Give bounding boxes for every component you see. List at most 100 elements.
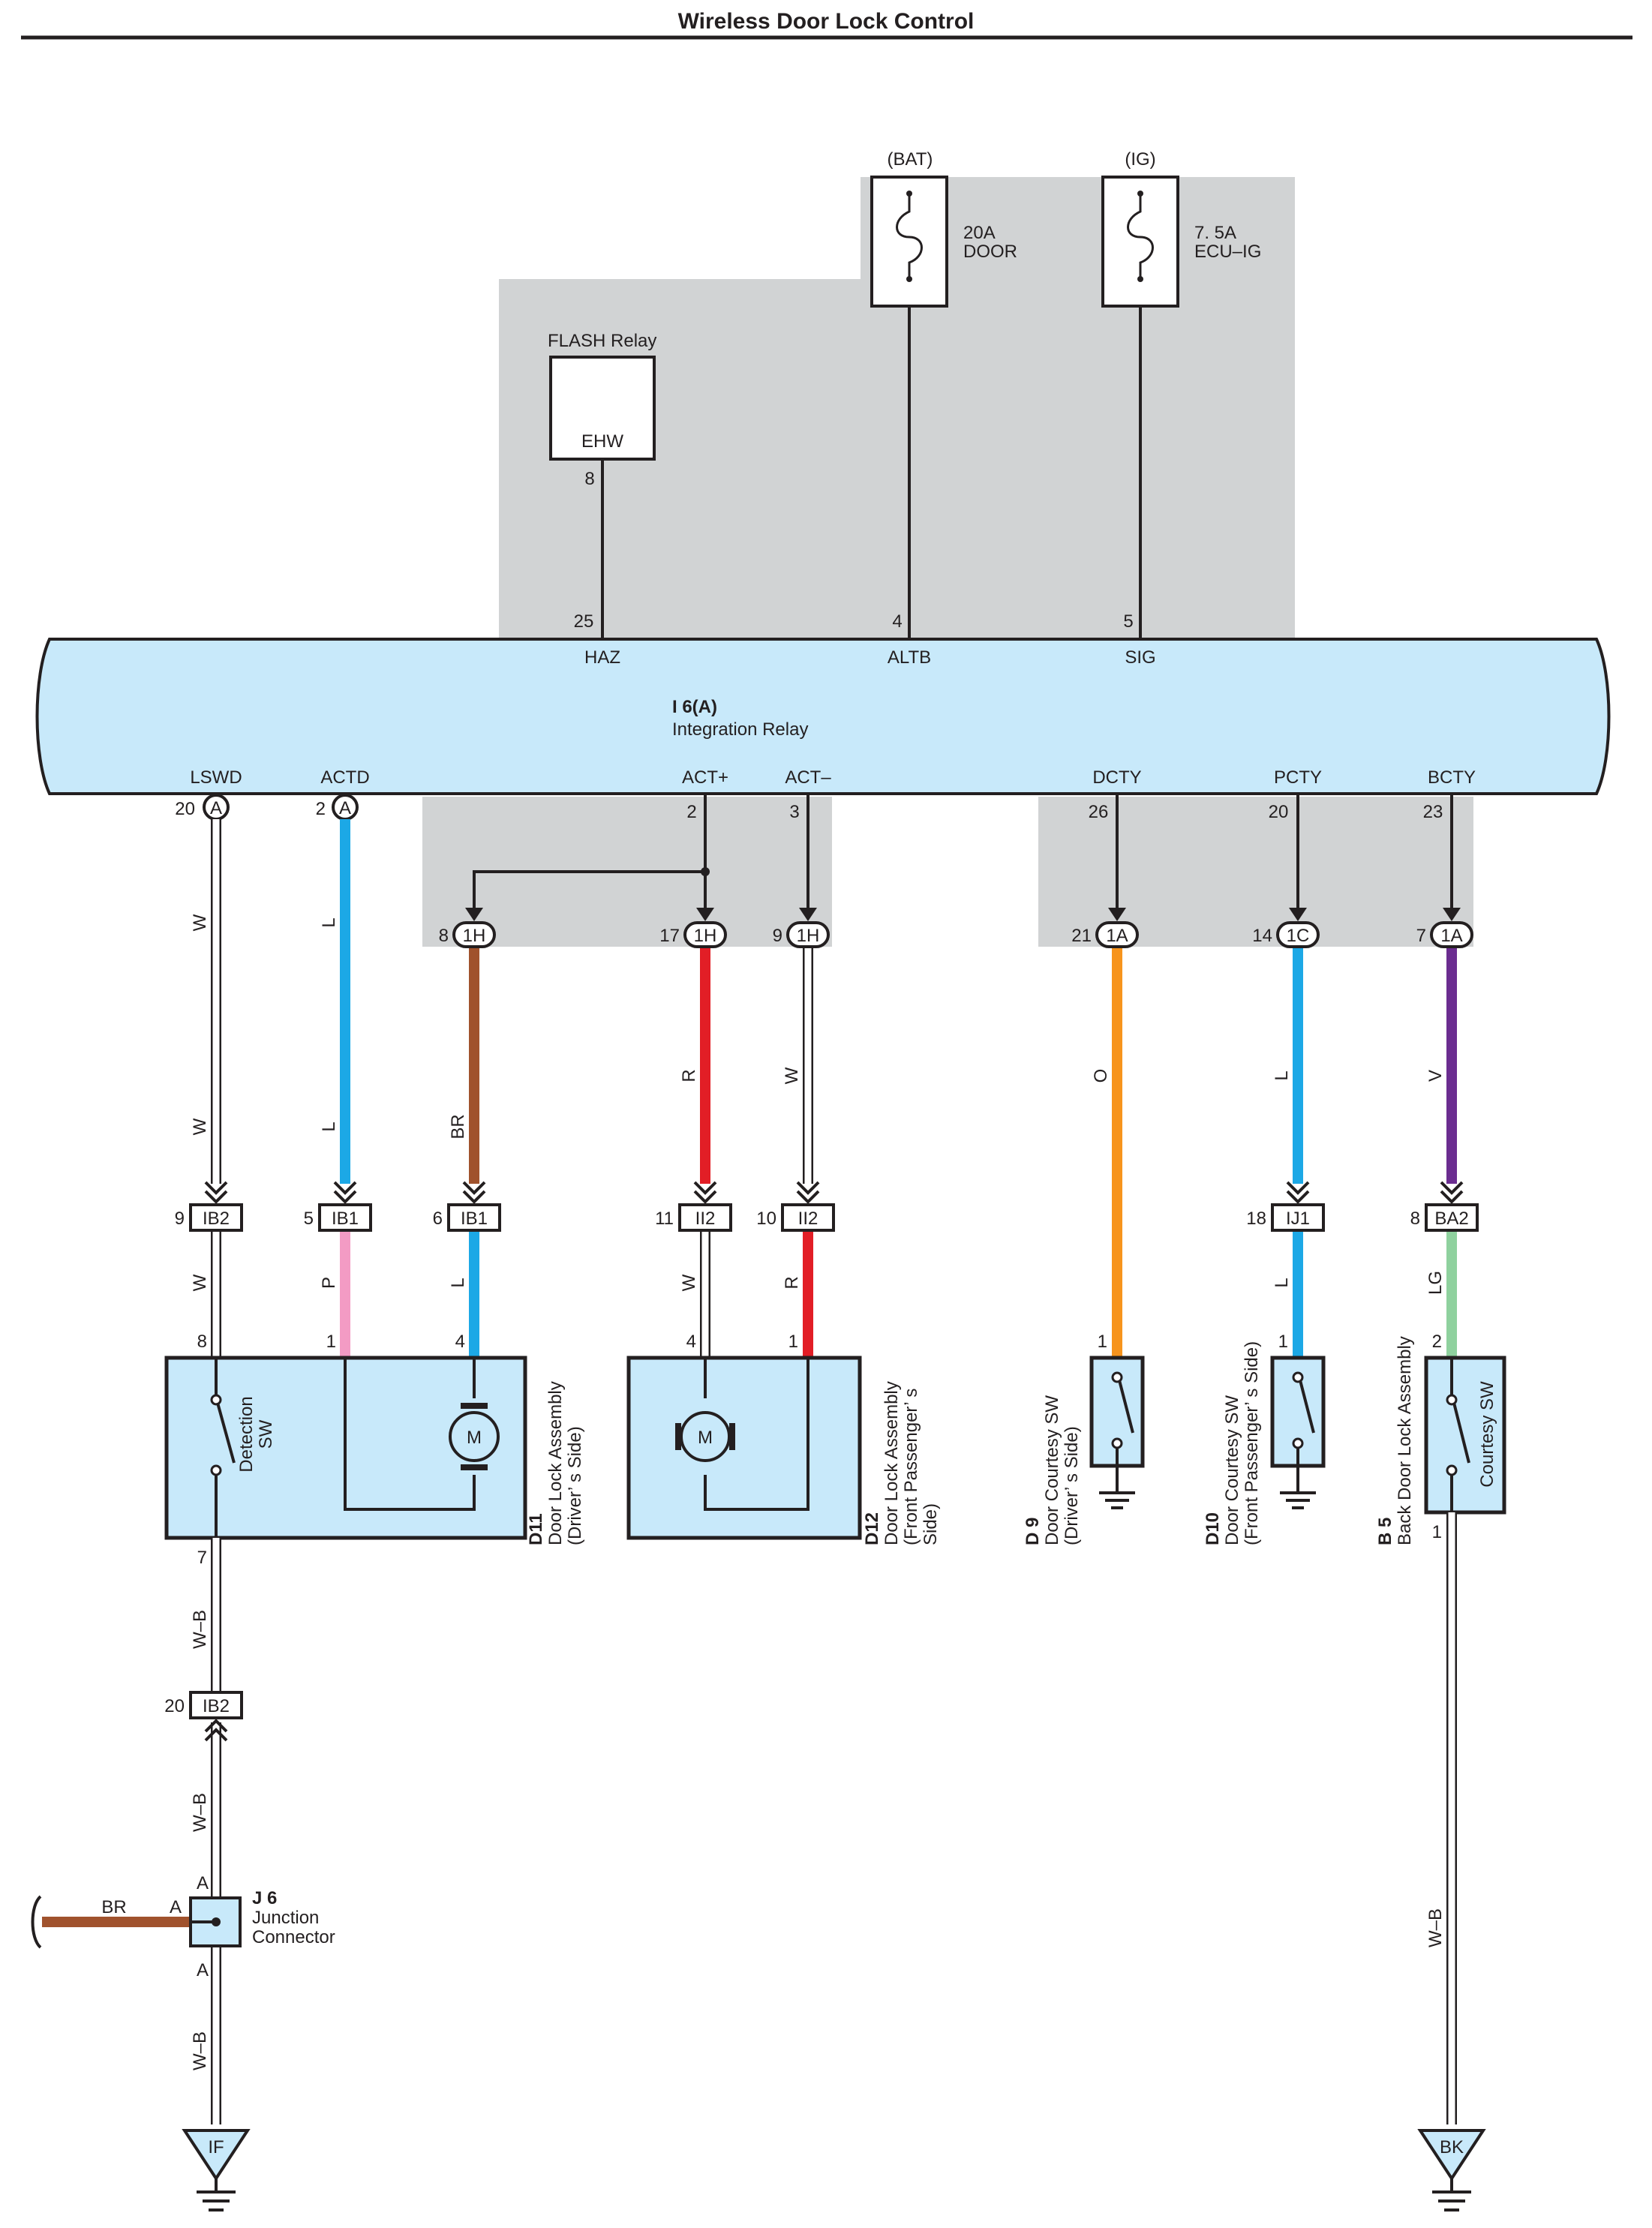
d9-ground-icon xyxy=(1099,1491,1135,1509)
relay-pin-bcty: 23 xyxy=(1423,802,1443,822)
svg-text:11: 11 xyxy=(655,1209,674,1229)
svg-text:(Front Passenger’ s: (Front Passenger’ s xyxy=(901,1389,921,1545)
svg-text:Door Courtesy SW: Door Courtesy SW xyxy=(1042,1395,1062,1545)
oval-conn-4: 1A 21 xyxy=(1071,921,1139,948)
relay-term-dcty: DCTY xyxy=(1092,767,1141,788)
ground-if-icon xyxy=(197,2190,236,2211)
oval-conn-1-code: 1H xyxy=(463,926,486,946)
relay-pin-actd: 2 xyxy=(316,799,326,819)
svg-text:P: P xyxy=(319,1277,339,1289)
svg-text:BR: BR xyxy=(448,1114,468,1139)
oval-conn-4-code: 1A xyxy=(1106,926,1128,946)
br-wire-break-icon xyxy=(31,1895,42,1949)
wb-label-3: W–B xyxy=(190,2031,210,2070)
svg-text:II2: II2 xyxy=(695,1209,716,1229)
svg-text:L: L xyxy=(319,1122,339,1131)
svg-text:4: 4 xyxy=(455,1332,465,1352)
flash-relay-terminal: EHW xyxy=(581,431,623,452)
svg-text:10: 10 xyxy=(756,1209,776,1229)
relay-pin-actminus: 3 xyxy=(789,802,799,822)
svg-text:LG: LG xyxy=(1425,1271,1446,1295)
br-label: BR xyxy=(101,1897,126,1917)
svg-text:W: W xyxy=(679,1274,699,1291)
conn-a-lswd-label: A xyxy=(210,798,222,818)
b5-back-door-lock: 2 Courtesy SW 1 B 5 Back Door Lock Assem… xyxy=(1375,1332,1506,1545)
svg-text:5: 5 xyxy=(304,1209,314,1229)
wb-label-4: W–B xyxy=(1425,1908,1446,1947)
d11-bottom-pin: 7 xyxy=(197,1548,207,1568)
svg-text:8: 8 xyxy=(1410,1209,1420,1229)
svg-text:9: 9 xyxy=(175,1209,185,1229)
oval-conn-2: 1H 17 xyxy=(659,921,727,948)
svg-text:Connector: Connector xyxy=(252,1927,335,1947)
svg-text:W: W xyxy=(190,1118,210,1135)
svg-text:A: A xyxy=(197,1873,209,1893)
ground-bk-icon xyxy=(1432,2190,1471,2211)
svg-text:Detection: Detection xyxy=(236,1396,257,1472)
fuse-ecu-name: ECU–IG xyxy=(1194,242,1261,262)
svg-text:Door Lock Assembly: Door Lock Assembly xyxy=(882,1381,902,1545)
junction-dot-act xyxy=(701,867,710,876)
d12-motor-icon: M xyxy=(698,1428,713,1448)
relay-pin-haz: 25 xyxy=(574,611,594,632)
relay-pin-sig: 5 xyxy=(1123,611,1133,632)
oval-conn-5: 1C 14 xyxy=(1252,921,1320,948)
svg-text:R: R xyxy=(679,1069,699,1082)
power-panel xyxy=(499,177,1295,638)
d12-door-lock-passenger: 4 1 M D12 Door Lock Assembly (Front Pass… xyxy=(626,1332,941,1545)
d11-motor-icon: M xyxy=(467,1428,482,1448)
relay-name: Integration Relay xyxy=(672,719,808,740)
svg-text:1: 1 xyxy=(326,1332,336,1352)
j6-junction-connector: BR A A A J 6 Junction Connector xyxy=(31,1873,335,1980)
svg-text:20: 20 xyxy=(164,1696,185,1716)
oval-conn-3: 1H 9 xyxy=(773,921,830,948)
box-conn-6: IJ1 18 xyxy=(1246,1203,1325,1232)
bat-label: (BAT) xyxy=(888,149,933,170)
svg-text:O: O xyxy=(1091,1069,1111,1083)
relay-pin-pcty: 20 xyxy=(1269,802,1289,822)
relay-pin-altb: 4 xyxy=(892,611,902,632)
svg-text:IF: IF xyxy=(208,2137,224,2157)
svg-text:Junction: Junction xyxy=(252,1908,319,1928)
relay-term-pcty: PCTY xyxy=(1274,767,1322,788)
relay-pin-lswd: 20 xyxy=(175,799,195,819)
oval-conn-1: 1H 8 xyxy=(439,921,496,948)
svg-text:2: 2 xyxy=(1432,1332,1442,1352)
ig-label: (IG) xyxy=(1125,149,1155,170)
svg-text:IB1: IB1 xyxy=(332,1209,359,1229)
svg-text:SW: SW xyxy=(256,1419,276,1449)
svg-text:1: 1 xyxy=(788,1332,798,1352)
svg-text:D10: D10 xyxy=(1203,1512,1223,1545)
svg-text:L: L xyxy=(1272,1278,1292,1287)
relay-term-altb: ALTB xyxy=(888,647,931,668)
svg-text:IB2: IB2 xyxy=(203,1696,230,1716)
box-conn-7: BA2 8 xyxy=(1410,1203,1479,1232)
svg-text:8: 8 xyxy=(197,1332,207,1352)
oval-conn-3-pin: 9 xyxy=(773,926,782,946)
relay-term-actplus: ACT+ xyxy=(682,767,728,788)
svg-text:(Driver’ s Side): (Driver’ s Side) xyxy=(1062,1426,1082,1545)
relay-top-pins: 25 4 5 HAZ ALTB SIG xyxy=(574,611,1156,668)
oval-conn-5-pin: 14 xyxy=(1252,926,1272,946)
chevrons-up-ib2 xyxy=(204,1719,228,1742)
relay-pin-dcty: 26 xyxy=(1089,802,1109,822)
fuse-door-icon xyxy=(896,194,923,279)
relay-bottom-terminals: LSWD ACTD ACT+ ACT– DCTY PCTY BCTY 20 2 … xyxy=(175,767,1476,822)
svg-text:D 9: D 9 xyxy=(1023,1518,1043,1545)
ground-bk: BK xyxy=(1417,2129,1486,2211)
relay-term-bcty: BCTY xyxy=(1428,767,1476,788)
wb-label-2: W–B xyxy=(190,1793,210,1832)
oval-conn-6-pin: 7 xyxy=(1416,926,1426,946)
ground-if: IF xyxy=(182,2129,251,2211)
oval-conn-4-pin: 21 xyxy=(1071,926,1092,946)
svg-text:1: 1 xyxy=(1098,1332,1107,1352)
svg-text:BK: BK xyxy=(1440,2137,1464,2157)
box-conn-4: II2 11 xyxy=(655,1203,732,1232)
oval-conn-5-code: 1C xyxy=(1287,926,1310,946)
box-conn-3: IB1 6 xyxy=(433,1203,501,1232)
svg-text:L: L xyxy=(1272,1070,1292,1080)
relay-out-wires xyxy=(473,794,1453,909)
box-conn-8: IB2 20 xyxy=(164,1691,243,1719)
svg-text:W: W xyxy=(190,914,210,931)
svg-text:IJ1: IJ1 xyxy=(1286,1209,1310,1229)
